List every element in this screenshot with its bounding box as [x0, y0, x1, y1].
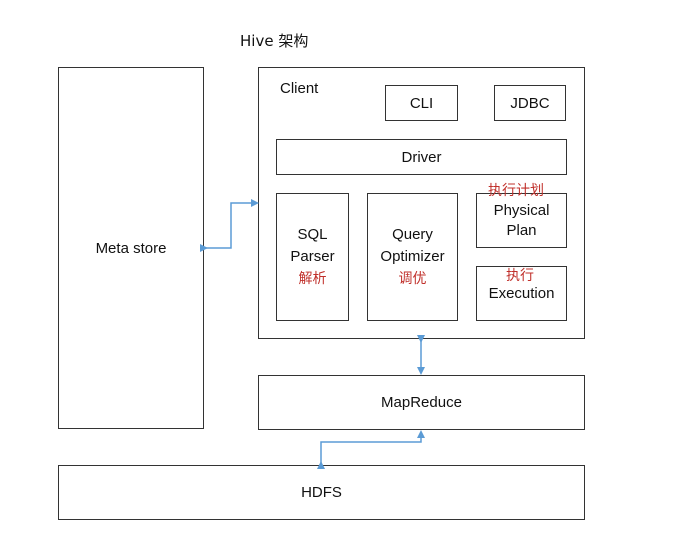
execution-label: Execution [488, 285, 555, 302]
mapreduce-hdfs-arrow [317, 430, 425, 469]
mapreduce-box: MapReduce [258, 375, 585, 430]
metastore-label: Meta store [95, 239, 167, 257]
mapreduce-label: MapReduce [381, 394, 462, 411]
client-label: Client [280, 80, 319, 97]
sql-parser-line1: SQL [297, 226, 328, 243]
metastore-box: Meta store [58, 67, 204, 429]
execution-note: 执行 [506, 268, 534, 284]
query-optimizer-box: Query Optimizer 调优 [367, 193, 458, 321]
cli-box: CLI [385, 85, 458, 121]
query-optimizer-note: 调优 [398, 271, 427, 287]
jdbc-label: JDBC [510, 94, 550, 112]
physical-plan-note: 执行计划 [488, 183, 544, 199]
execution-box: Execution [476, 266, 567, 321]
sql-parser-line2: Parser [290, 248, 335, 265]
physical-plan-line2: Plan [506, 221, 537, 239]
diagram-title: Hive 架构 [240, 32, 309, 50]
sql-parser-note: 解析 [298, 271, 327, 287]
metastore-parser-arrow [200, 199, 259, 252]
cli-label: CLI [409, 94, 434, 112]
query-optimizer-line2: Optimizer [380, 248, 445, 265]
hdfs-label: HDFS [301, 484, 342, 501]
query-optimizer-line1: Query [392, 226, 433, 243]
physical-plan-box: Physical Plan [476, 193, 567, 248]
driver-label: Driver [401, 148, 442, 166]
sql-parser-box: SQL Parser 解析 [276, 193, 349, 321]
hdfs-box: HDFS [58, 465, 585, 520]
jdbc-box: JDBC [494, 85, 566, 121]
driver-box: Driver [276, 139, 567, 175]
physical-plan-line1: Physical [493, 201, 550, 219]
